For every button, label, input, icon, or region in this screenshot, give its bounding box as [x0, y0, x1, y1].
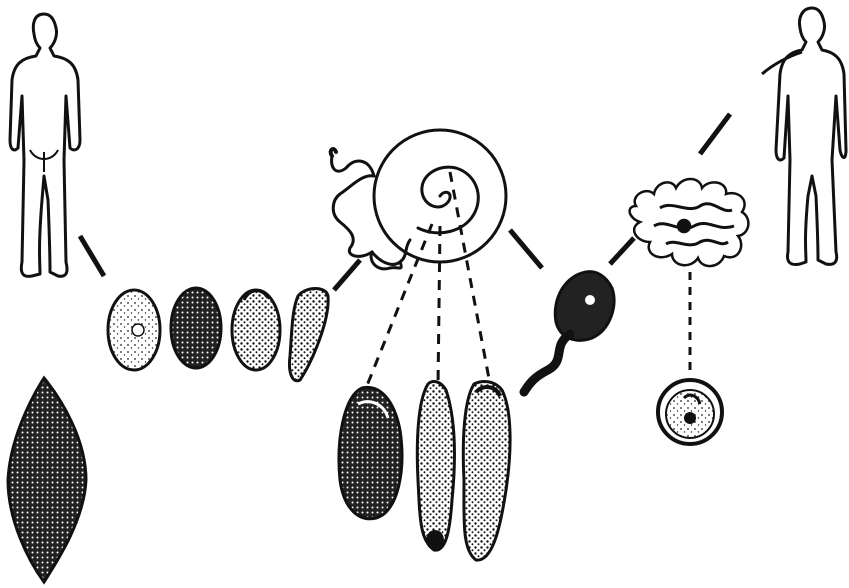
egg-icon: [108, 290, 160, 370]
cyst-icon: [658, 380, 722, 444]
redia-icon: [417, 382, 454, 551]
arrow-cercaria-to-plant: [610, 238, 634, 264]
tailed-cercaria-icon: [524, 272, 614, 392]
human-figure-back-icon: [10, 14, 80, 276]
arrow-eggs-to-snail: [334, 260, 360, 290]
snail-icon: [331, 130, 506, 269]
egg-icon: [289, 289, 328, 381]
redia-icon: [463, 382, 510, 561]
human-figure-eating-icon: [762, 8, 846, 265]
egg-icon: [232, 290, 280, 370]
arrow-plant-to-new-host: [700, 114, 730, 154]
arrow-host-to-eggs: [80, 236, 104, 276]
plant-cluster-icon: [630, 179, 749, 266]
sporocyst-icon: [339, 387, 402, 518]
egg-icon: [171, 288, 221, 368]
arrow-snail-to-cercaria: [510, 230, 542, 268]
leaf-shaped-fluke-icon: [8, 378, 86, 582]
